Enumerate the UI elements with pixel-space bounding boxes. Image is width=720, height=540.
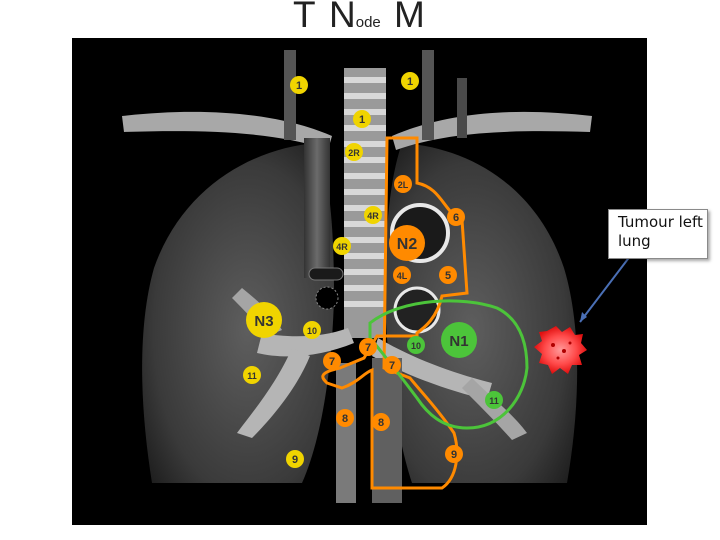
trachea — [344, 68, 386, 338]
node-10a: 10 — [303, 321, 321, 339]
node-4l: 4L — [393, 266, 411, 284]
vessel-ring — [315, 286, 339, 310]
slide-title: T Node M — [0, 0, 720, 38]
svc — [304, 138, 330, 278]
svg-text:8: 8 — [342, 413, 348, 425]
svg-text:1: 1 — [296, 80, 302, 92]
left-main-bronchus — [372, 338, 492, 400]
azygos — [308, 267, 344, 281]
svg-text:10: 10 — [307, 326, 317, 336]
node-7b: 7 — [323, 352, 341, 370]
title-t: T — [293, 0, 316, 35]
svg-text:9: 9 — [451, 449, 457, 461]
node-9b: 9 — [445, 445, 463, 463]
descending-aorta — [372, 358, 402, 503]
right-neck-vessel — [284, 50, 296, 140]
node-10b: 10 — [407, 336, 425, 354]
left-neck-vessel — [422, 50, 434, 140]
svg-text:4R: 4R — [367, 211, 379, 221]
title-m: M — [394, 0, 425, 35]
lymph-node-map: 1 1 1 2R 2L 4R 4R N2 6 4L 5 N3 10 10 N1 … — [72, 38, 647, 525]
node-5: 5 — [439, 266, 457, 284]
tumour-callout: Tumour left lung — [608, 209, 708, 259]
node-11b: 11 — [485, 391, 503, 409]
node-2l: 2L — [394, 175, 412, 193]
node-n2: N2 — [389, 225, 425, 261]
left-neck-vessel-2 — [457, 78, 467, 138]
left-subclavian — [392, 111, 592, 150]
svg-text:2R: 2R — [348, 148, 360, 158]
callout-arrow — [579, 250, 635, 323]
svg-text:6: 6 — [453, 212, 459, 224]
node-1c: 1 — [353, 110, 371, 128]
svg-text:4R: 4R — [336, 242, 348, 252]
svg-text:5: 5 — [445, 270, 451, 282]
title-node: Node — [329, 0, 381, 35]
node-8b: 8 — [372, 413, 390, 431]
svg-text:7: 7 — [389, 360, 395, 372]
svg-text:1: 1 — [359, 114, 365, 126]
svg-text:11: 11 — [247, 371, 257, 381]
right-main-bronchus — [257, 328, 354, 357]
svg-text:7: 7 — [329, 356, 335, 368]
right-lower-bronchus — [237, 348, 310, 438]
node-11a: 11 — [243, 366, 261, 384]
left-lower-bronchus — [462, 378, 527, 440]
callout-arrowhead — [580, 312, 587, 322]
pulmonary-artery — [393, 286, 441, 334]
node-n3: N3 — [246, 302, 282, 338]
svg-text:1: 1 — [407, 76, 413, 88]
right-subclavian — [122, 111, 332, 150]
svg-text:9: 9 — [292, 454, 298, 466]
n1-boundary — [368, 299, 529, 430]
node-6: 6 — [447, 208, 465, 226]
svg-text:N3: N3 — [254, 313, 273, 330]
node-1b: 1 — [401, 72, 419, 90]
node-9a: 9 — [286, 450, 304, 468]
node-4r-a: 4R — [364, 206, 382, 224]
node-1a: 1 — [290, 76, 308, 94]
node-4r-b: 4R — [333, 237, 351, 255]
lymph-node-diagram: 1 1 1 2R 2L 4R 4R N2 6 4L 5 N3 10 10 N1 … — [122, 50, 635, 503]
node-n1: N1 — [441, 322, 477, 358]
node-7a: 7 — [359, 338, 377, 356]
svg-text:10: 10 — [411, 341, 421, 351]
svg-text:4L: 4L — [397, 271, 408, 281]
svg-text:2L: 2L — [398, 180, 409, 190]
esophagus — [336, 363, 356, 503]
node-2r: 2R — [345, 143, 363, 161]
svg-text:N2: N2 — [397, 236, 418, 253]
svg-text:N1: N1 — [449, 333, 468, 350]
lung-tumour — [534, 326, 587, 374]
node-8a: 8 — [336, 409, 354, 427]
svg-text:11: 11 — [489, 396, 499, 406]
svg-text:8: 8 — [378, 417, 384, 429]
svg-text:7: 7 — [365, 342, 371, 354]
node-7c: 7 — [383, 356, 401, 374]
